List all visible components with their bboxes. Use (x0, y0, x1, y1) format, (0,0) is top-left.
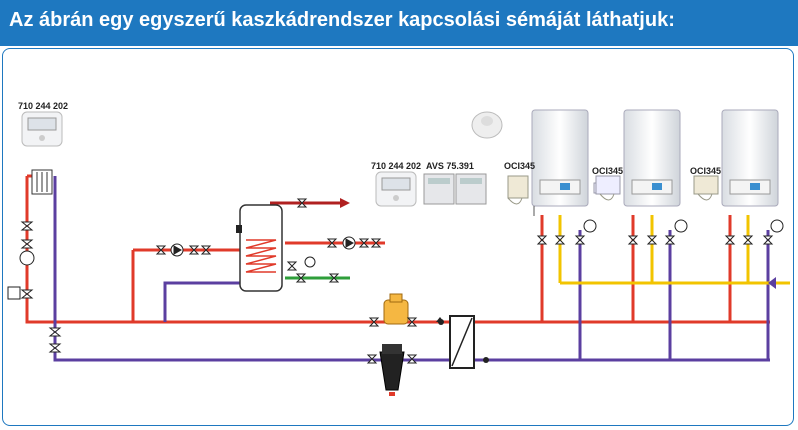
oci-label-3: OCI345 (690, 166, 722, 176)
header-bar: Az ábrán egy egyszerű kaszkádrendszer ka… (0, 0, 798, 46)
return-header-pipe (53, 176, 770, 362)
boiler-valves (536, 219, 784, 245)
radiator-icon (31, 169, 53, 195)
controller-label: AVS 75.391 (426, 161, 474, 171)
tank-charge-pump-valves (155, 198, 382, 283)
diagram-frame (2, 48, 794, 426)
hydraulic-separator-icon (436, 315, 489, 369)
gas-inlet-arrow (768, 277, 776, 289)
oci-module-3 (693, 175, 719, 201)
boiler-3 (721, 109, 779, 207)
boiler-2 (623, 109, 681, 207)
page-title: Az ábrán egy egyszerű kaszkádrendszer ka… (9, 9, 675, 31)
cascade-controller (423, 173, 487, 205)
thermostat-left-label: 710 244 202 (18, 101, 69, 111)
oci-label-1: OCI345 (504, 161, 536, 171)
oci-label-2: OCI345 (592, 166, 624, 176)
thermostat-mid-label: 710 244 202 (371, 161, 422, 171)
boiler-1 (531, 109, 589, 216)
room-thermostat-mid (375, 171, 417, 207)
dirt-separator-icon (368, 293, 418, 327)
magnetic-filter-icon (366, 344, 418, 396)
heating-circuit-components (7, 221, 62, 353)
oci-module-2 (595, 175, 621, 201)
room-thermostat-left (21, 111, 63, 147)
hot-water-arrow (340, 198, 350, 208)
outdoor-sensor (471, 111, 503, 139)
hot-water-tank (236, 204, 283, 292)
